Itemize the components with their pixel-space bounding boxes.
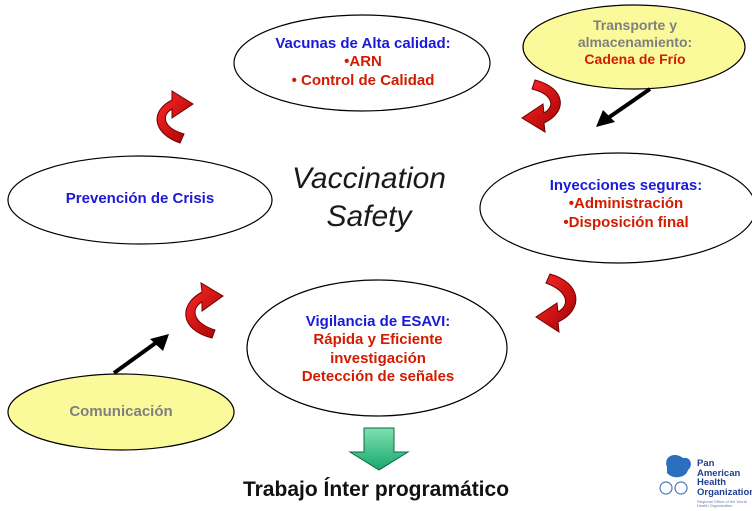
- pointer-arrow-communication-icon: [112, 334, 169, 375]
- transport-line-1: Transporte y: [592, 17, 678, 33]
- crisis-ellipse: [7, 155, 273, 245]
- center-title-line-1: Vaccination: [292, 162, 446, 195]
- vaccines-item-arn: •ARN: [344, 53, 382, 71]
- vaccines-ellipse: [233, 14, 491, 112]
- footer-caption: Trabajo Ínter programático: [242, 478, 510, 501]
- paho-logo: Pan American Health Organization Regiona…: [697, 459, 752, 509]
- paho-who-emblem-icon: [659, 454, 691, 495]
- curved-arrow-upper-left-icon: [156, 90, 194, 144]
- communication-callout: [7, 373, 235, 451]
- curved-arrow-upper-right-icon: [521, 79, 561, 133]
- curved-arrow-lower-right-icon: [535, 273, 577, 333]
- crisis-title: Prevención de Crisis: [65, 190, 215, 207]
- center-title: Vaccination Safety: [262, 160, 476, 235]
- crisis-node: Prevención de Crisis: [20, 190, 260, 208]
- vaccines-item-quality: • Control de Calidad: [291, 71, 435, 89]
- logo-subtext: Regional Office of the World Health Orga…: [697, 498, 747, 509]
- surveillance-title: Vigilancia de ESAVI:: [305, 313, 451, 330]
- injections-node: Inyecciones seguras: •Administración •Di…: [508, 177, 744, 232]
- injections-title: Inyecciones seguras:: [549, 177, 703, 194]
- pointer-arrow-transport-icon: [596, 87, 652, 127]
- surveillance-node: Vigilancia de ESAVI: Rápida y Eficiente …: [260, 313, 496, 386]
- injections-ellipse: [479, 152, 752, 264]
- communication-node: Comunicación: [20, 403, 222, 421]
- surveillance-ellipse: [246, 279, 508, 417]
- surveillance-item-signals: Detección de señales: [301, 367, 455, 385]
- logo-line-3: Organization: [697, 487, 752, 499]
- surveillance-item-fast: Rápida y Eficiente: [313, 331, 443, 349]
- communication-title: Comunicación: [69, 403, 173, 420]
- injections-item-disposal: •Disposición final: [563, 213, 689, 231]
- transport-callout: [522, 4, 746, 90]
- curved-arrow-lower-left-icon: [185, 282, 224, 339]
- vaccines-title: Vacunas de Alta calidad:: [275, 35, 451, 52]
- transport-highlight: Cadena de Frío: [584, 51, 686, 68]
- vaccines-node: Vacunas de Alta calidad: •ARN • Control …: [236, 35, 490, 90]
- transport-node: Transporte y almacenamiento: Cadena de F…: [540, 17, 730, 68]
- logo-line-2: Health: [697, 477, 727, 489]
- surveillance-item-investigation: investigación: [330, 349, 426, 367]
- logo-line-1: Pan American: [697, 458, 741, 479]
- center-title-line-2: Safety: [326, 199, 412, 233]
- down-arrow-icon: [348, 427, 410, 471]
- injections-item-admin: •Administración: [568, 195, 684, 213]
- transport-line-2: almacenamiento:: [577, 34, 693, 51]
